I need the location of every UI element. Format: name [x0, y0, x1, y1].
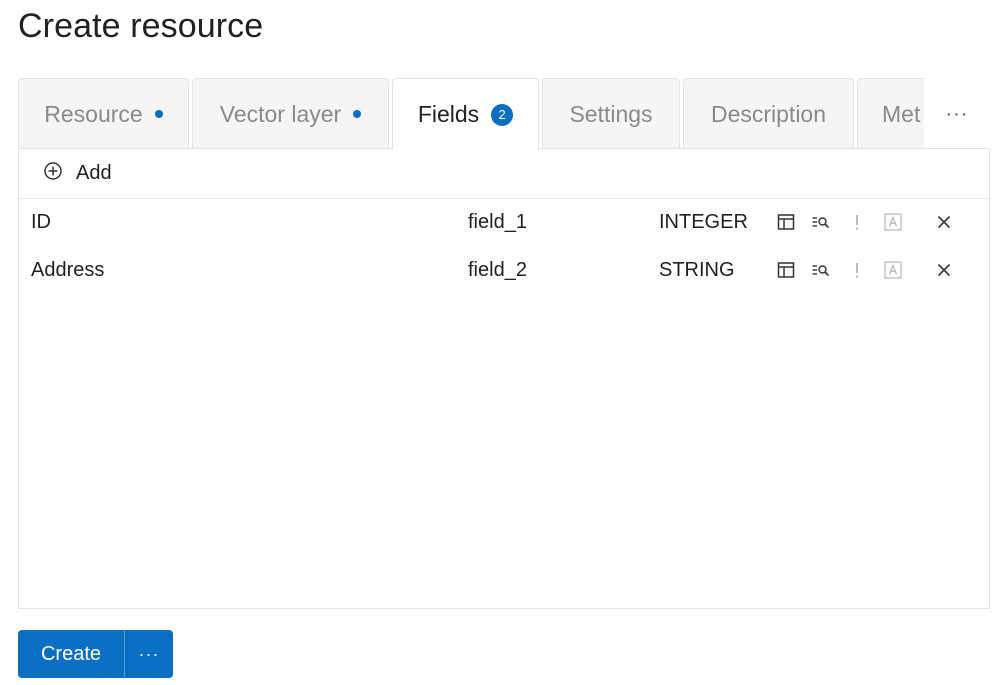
tab-label: Vector layer [219, 100, 342, 127]
tab-fields[interactable]: Fields 2 [392, 78, 539, 150]
tabs-overflow-button[interactable]: ··· [945, 102, 969, 125]
close-icon[interactable] [934, 260, 954, 280]
table-icon[interactable] [776, 260, 796, 280]
search-list-icon[interactable] [811, 212, 831, 232]
tab-vector-layer[interactable]: Vector layer [192, 78, 389, 149]
tab-label: Fields [417, 101, 480, 127]
field-row[interactable]: ID field_1 INTEGER [19, 202, 989, 242]
field-keyname: field_2 [468, 258, 527, 281]
close-icon[interactable] [934, 212, 954, 232]
tab-label: Resource [44, 100, 143, 127]
label-a-icon[interactable] [883, 212, 903, 232]
tab-label: Description [710, 100, 827, 127]
field-datatype: STRING [659, 258, 735, 281]
field-datatype: INTEGER [659, 210, 748, 233]
field-keyname: field_1 [468, 210, 527, 233]
table-icon[interactable] [776, 212, 796, 232]
exclamation-icon[interactable] [847, 260, 867, 280]
tab-metadata[interactable]: Met [857, 78, 924, 149]
tabs-clip: Resource Vector layer Fields 2 Settings … [18, 78, 924, 150]
fields-panel: Add ID field_1 INTEGER [18, 148, 990, 609]
field-display-name: ID [31, 210, 51, 233]
page-title: Create resource [18, 7, 264, 45]
tab-resource[interactable]: Resource [18, 78, 189, 149]
tab-label: Met [882, 100, 921, 127]
fields-toolbar: Add [19, 149, 989, 199]
add-field-label: Add [76, 162, 112, 184]
search-list-icon[interactable] [811, 260, 831, 280]
label-a-icon[interactable] [883, 260, 903, 280]
tab-dirty-indicator [353, 110, 362, 118]
create-more-button[interactable]: ··· [124, 630, 173, 678]
tab-description[interactable]: Description [683, 78, 854, 149]
tabs-bar: Resource Vector layer Fields 2 Settings … [18, 78, 990, 150]
tab-dirty-indicator [154, 110, 163, 118]
create-button-group: Create ··· [18, 630, 173, 678]
exclamation-icon[interactable] [847, 212, 867, 232]
field-row[interactable]: Address field_2 STRING [19, 250, 989, 290]
plus-circle-icon [43, 161, 63, 186]
tab-count-badge: 2 [491, 103, 514, 126]
tab-settings[interactable]: Settings [542, 78, 680, 149]
tab-label: Settings [569, 100, 653, 127]
field-display-name: Address [31, 258, 105, 281]
tabs-row: Resource Vector layer Fields 2 Settings … [18, 78, 924, 150]
add-field-button[interactable]: Add [43, 161, 112, 186]
create-button[interactable]: Create [18, 630, 124, 678]
